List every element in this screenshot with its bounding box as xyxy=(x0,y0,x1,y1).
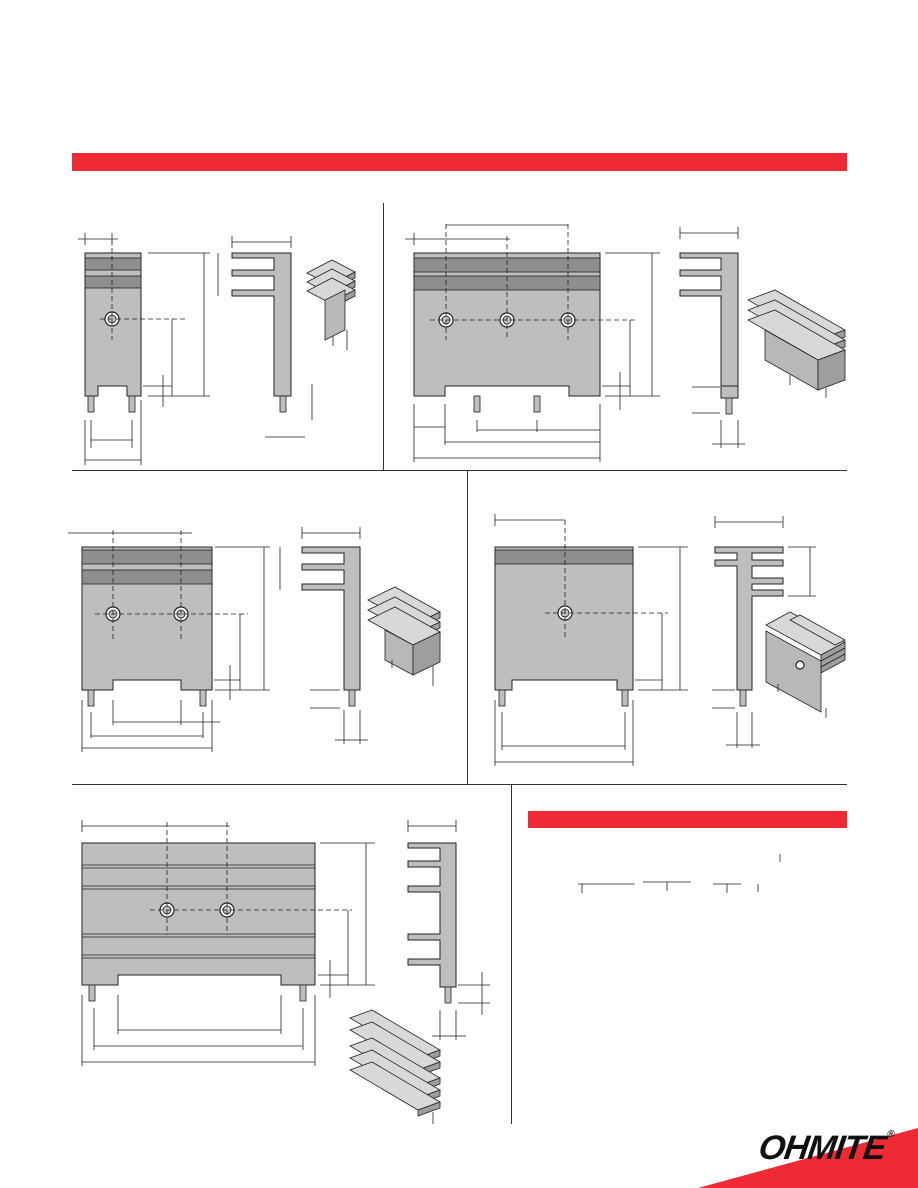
drawing-triple-hole-wide xyxy=(405,224,846,462)
side-view-body xyxy=(301,546,361,691)
iso-view xyxy=(306,259,356,350)
divider-row3-vertical xyxy=(511,784,512,1124)
drawing-single-hole-medium xyxy=(494,514,846,766)
logo-text: OHMITE xyxy=(756,1129,889,1167)
front-view-body xyxy=(81,842,316,986)
iso-view xyxy=(765,611,846,718)
part-number-diagram xyxy=(578,854,781,893)
iso-view xyxy=(349,1009,441,1124)
pin xyxy=(87,395,95,413)
pin xyxy=(128,395,136,413)
divider-row1 xyxy=(72,470,847,471)
divider-row1-vertical xyxy=(383,203,384,470)
side-view-body xyxy=(679,252,739,399)
side-view-body xyxy=(407,842,457,988)
iso-view xyxy=(367,586,441,686)
front-view-fin-stripe xyxy=(494,549,634,565)
front-view-fin-stripe xyxy=(84,275,142,289)
drawing-single-hole-small xyxy=(78,233,356,465)
section-header-bar xyxy=(72,153,847,171)
front-view-fin-stripe xyxy=(84,257,142,271)
divider-row2-vertical xyxy=(467,470,468,784)
front-view-fin-stripe xyxy=(81,549,213,565)
ordering-info-bar xyxy=(528,811,847,828)
ohmite-logo: OHMITE® xyxy=(757,1129,895,1168)
front-view-fin-stripe xyxy=(81,569,213,585)
brand-corner-shape xyxy=(698,1128,918,1188)
side-view-body xyxy=(231,252,292,397)
drawing-dual-hole-medium xyxy=(68,527,441,752)
side-view-body xyxy=(714,546,784,691)
drawing-dual-hole-large xyxy=(81,820,490,1124)
front-view-body xyxy=(81,546,213,691)
divider-row2 xyxy=(72,784,847,785)
iso-view xyxy=(747,289,846,398)
